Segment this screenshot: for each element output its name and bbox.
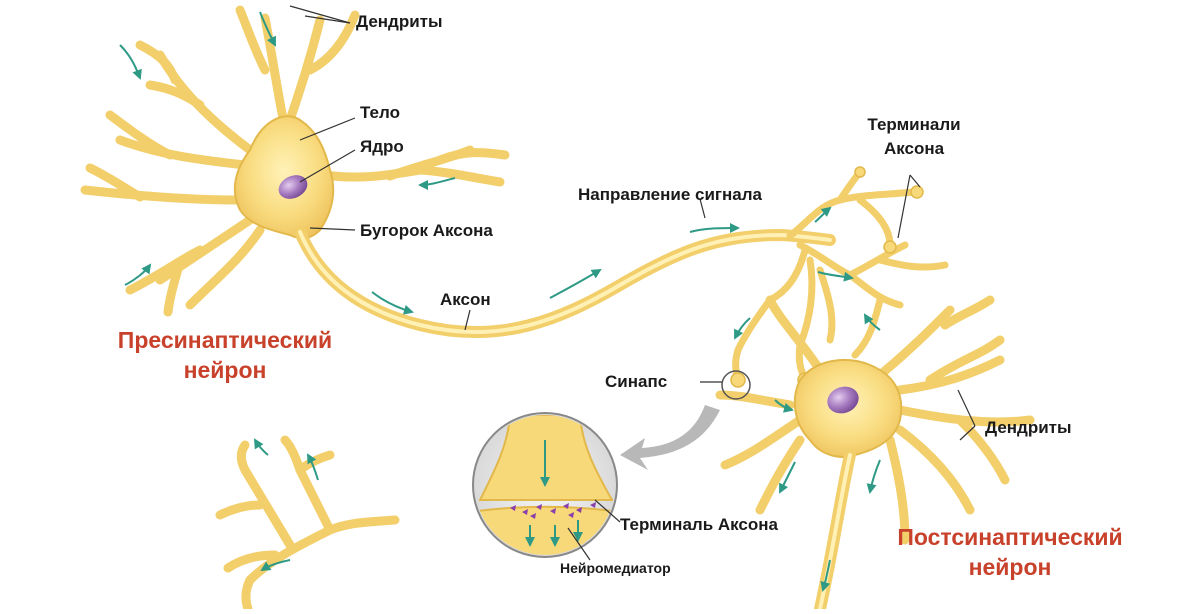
label-synapse: Синапс [605, 372, 668, 391]
label-presynaptic-line2: нейрон [183, 357, 267, 383]
postsynaptic-neuron [715, 295, 1035, 614]
label-axon-hillock: Бугорок Аксона [360, 221, 493, 240]
label-signal-direction: Направление сигнала [578, 185, 762, 204]
label-body: Тело [360, 103, 400, 122]
label-presynaptic-neuron: Пресинаптический нейрон [85, 325, 365, 385]
label-axon-terminals-line2: Аксона [883, 139, 945, 158]
label-dendrites-top: Дендриты [356, 12, 443, 31]
postsynaptic-nucleus [827, 386, 859, 414]
synapse-zoom [472, 370, 751, 558]
label-axon-terminals: Терминали Аксона [853, 113, 975, 161]
postsynaptic-dendrites [715, 295, 1035, 545]
presynaptic-soma [233, 115, 335, 240]
lower-left-dendrites [215, 435, 400, 614]
label-axon: Аксон [440, 290, 491, 309]
label-postsynaptic-neuron: Постсинаптический нейрон [865, 522, 1155, 582]
zoom-arrow [620, 405, 720, 470]
label-nucleus: Ядро [360, 137, 404, 156]
presynaptic-axon [294, 226, 836, 339]
signal-arrows [119, 11, 881, 592]
label-axon-terminals-line1: Терминали [867, 115, 961, 134]
label-dendrites-right: Дендриты [985, 418, 1072, 437]
presynaptic-nucleus [278, 175, 308, 199]
leader-lines [289, 5, 976, 561]
label-neurotransmitter: Нейромедиатор [560, 560, 671, 576]
label-presynaptic-line1: Пресинаптический [117, 327, 333, 353]
label-postsynaptic-line1: Постсинаптический [897, 524, 1123, 550]
label-axon-terminal: Терминаль Аксона [620, 515, 778, 534]
label-postsynaptic-line2: нейрон [968, 554, 1052, 580]
synapse-highlight-ring [721, 370, 751, 400]
presynaptic-neuron [80, 5, 836, 339]
presynaptic-dendrites [80, 5, 510, 317]
neurotransmitter-dots [510, 502, 596, 519]
